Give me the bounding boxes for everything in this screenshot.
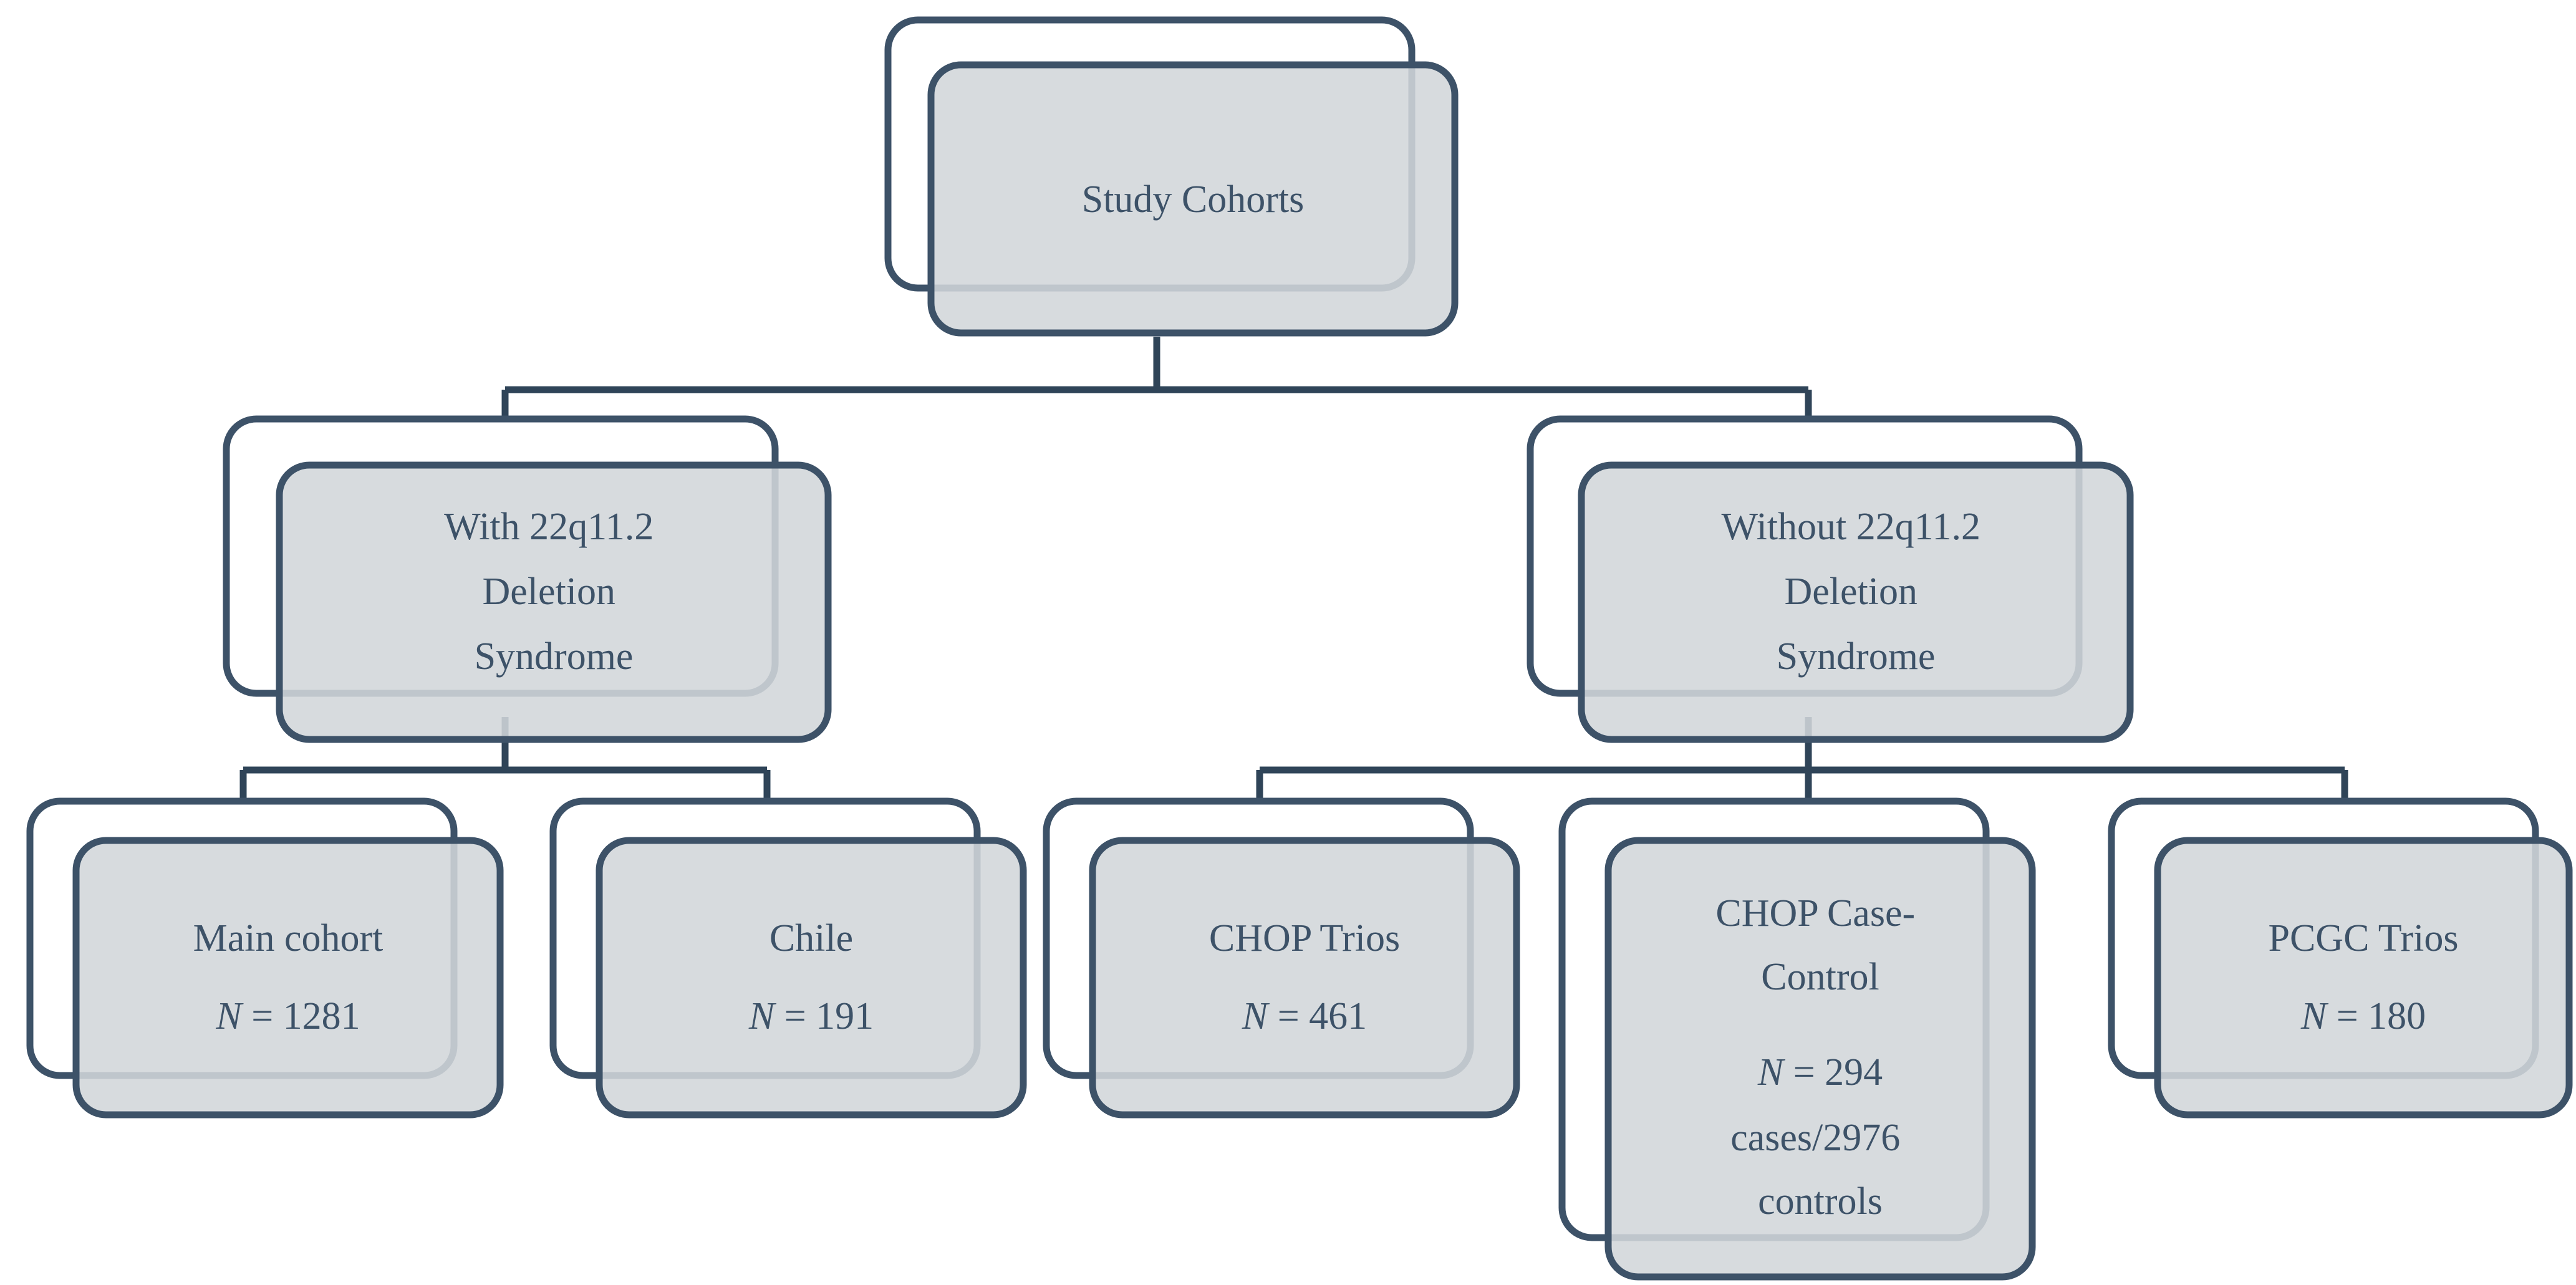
node-study-cohorts[interactable]: Study Cohorts (884, 16, 1459, 337)
chile-label: Chile (769, 917, 853, 960)
chile-n-value: N = 191 (748, 995, 874, 1037)
edge-left-branch-to-leaves (239, 717, 771, 801)
chop-case-control-n-value: N = 294 (1757, 1051, 1883, 1094)
pcgc-trios-front-card (2154, 837, 2573, 1119)
study-cohorts-front-card (927, 61, 1459, 337)
node-chop-case-control[interactable]: CHOP Case- Control N = 294 cases/2976 co… (1558, 797, 2036, 1281)
without-deletion-front-card (1578, 461, 2134, 743)
node-without-deletion-syndrome[interactable]: Without 22q11.2 Deletion Syndrome (1527, 415, 2134, 743)
study-cohorts-label: Study Cohorts (1082, 178, 1305, 221)
pcgc-trios-n-value: N = 180 (2300, 995, 2426, 1037)
main-cohort-label: Main cohort (193, 917, 384, 960)
edge-root-to-branches (501, 337, 1812, 419)
chile-front-card (596, 837, 1027, 1119)
chop-case-control-front-card (1604, 837, 2036, 1281)
main-cohort-n-value: N = 1281 (215, 995, 360, 1037)
pcgc-trios-label: PCGC Trios (2268, 917, 2458, 960)
node-pcgc-trios[interactable]: PCGC Trios N = 180 (2108, 797, 2573, 1119)
edge-right-branch-to-leaves (1256, 717, 2348, 801)
node-with-deletion-syndrome[interactable]: With 22q11.2 Deletion Syndrome (223, 415, 832, 743)
chop-case-control-label: CHOP Case- Control (1715, 892, 1924, 998)
with-deletion-label: With 22q11.2 Deletion Syndrome (444, 506, 663, 678)
with-deletion-front-card (276, 461, 832, 743)
without-deletion-label: Without 22q11.2 Deletion Syndrome (1722, 506, 1990, 678)
node-chop-trios[interactable]: CHOP Trios N = 461 (1043, 797, 1520, 1119)
chop-trios-n-value: N = 461 (1242, 995, 1367, 1037)
chop-trios-front-card (1089, 837, 1520, 1119)
node-main-cohort[interactable]: Main cohort N = 1281 (26, 797, 504, 1119)
chop-trios-label: CHOP Trios (1209, 917, 1400, 960)
chop-case-control-n-detail: cases/2976 controls (1730, 1117, 1910, 1223)
main-cohort-front-card (72, 837, 504, 1119)
connector-layer (239, 337, 2348, 801)
node-chile[interactable]: Chile N = 191 (549, 797, 1027, 1119)
